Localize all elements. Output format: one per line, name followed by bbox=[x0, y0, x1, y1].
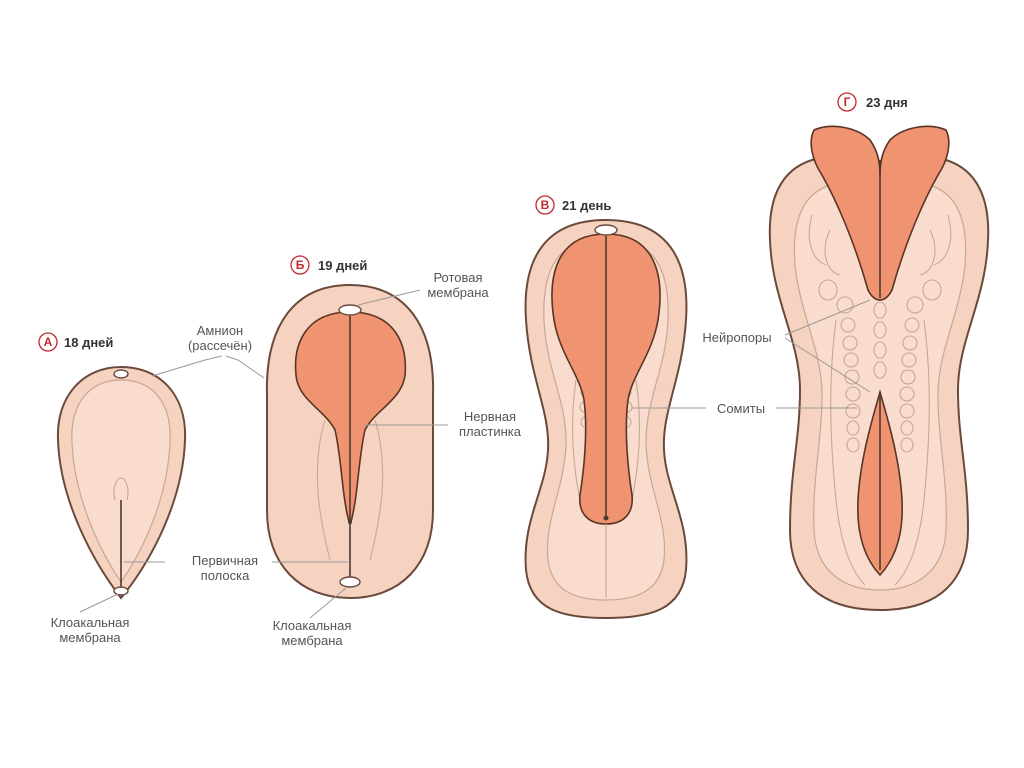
stage-a-letter: А bbox=[44, 335, 53, 349]
embryo-b-cloacal-membrane bbox=[339, 576, 361, 588]
label-cloacal-a-line1: Клоакальная bbox=[51, 615, 130, 630]
stage-d-letter: Г bbox=[844, 95, 851, 109]
stage-title-d: Г 23 дня bbox=[837, 92, 908, 112]
stage-a-badge bbox=[38, 332, 58, 352]
embryo-stage-c bbox=[524, 218, 688, 620]
embryo-stage-a bbox=[56, 365, 187, 600]
stage-c-letter: В bbox=[541, 198, 550, 212]
embryo-b-oral-membrane bbox=[338, 304, 362, 316]
stage-c-age: 21 день bbox=[562, 198, 611, 213]
label-oral-line1: Ротовая bbox=[433, 270, 482, 285]
embryo-stage-b bbox=[265, 283, 435, 600]
embryo-a-oral-membrane bbox=[113, 369, 129, 379]
label-streak-line2: полоска bbox=[201, 568, 250, 583]
label-streak-line1: Первичная bbox=[192, 553, 258, 568]
leader-lines bbox=[79, 289, 871, 619]
stage-a-age: 18 дней bbox=[64, 335, 113, 350]
label-cloacal-a-line2: мембрана bbox=[59, 630, 121, 645]
embryo-c-primitive-node bbox=[603, 515, 609, 521]
label-neural-line2: пластинка bbox=[459, 424, 522, 439]
label-neuropores: Нейропоры bbox=[702, 330, 771, 345]
embryo-d-somites-right bbox=[894, 214, 952, 586]
leader-cloacal-b bbox=[309, 587, 347, 619]
stage-d-badge bbox=[837, 92, 857, 112]
label-cloacal-b-line2: мембрана bbox=[281, 633, 343, 648]
stage-title-a: А 18 дней bbox=[38, 332, 113, 352]
stage-title-c: В 21 день bbox=[535, 195, 611, 215]
embryo-b-inner-fold-left bbox=[316, 419, 331, 561]
annotation-labels: Амнион (рассечён) Ротовая мембрана Нервн… bbox=[51, 270, 772, 648]
label-neural-line1: Нервная bbox=[464, 409, 516, 424]
stage-d-age: 23 дня bbox=[866, 95, 908, 110]
embryo-stage-d bbox=[768, 125, 990, 612]
embryo-b-inner-fold-right bbox=[369, 419, 384, 561]
embryo-c-oral-membrane bbox=[594, 224, 618, 236]
leader-oral bbox=[357, 289, 421, 306]
stage-b-letter: Б bbox=[296, 258, 305, 272]
embryo-a-cloacal-membrane bbox=[113, 586, 129, 596]
stage-c-badge bbox=[535, 195, 555, 215]
leader-cloacal-a bbox=[79, 593, 119, 613]
stage-b-age: 19 дней bbox=[318, 258, 367, 273]
stage-title-b: Б 19 дней bbox=[290, 255, 367, 275]
label-cloacal-b-line1: Клоакальная bbox=[273, 618, 352, 633]
label-oral-line2: мембрана bbox=[427, 285, 489, 300]
stage-b-badge bbox=[290, 255, 310, 275]
leader-neuropore-caudal bbox=[784, 337, 871, 393]
embryo-b-primitive-node bbox=[348, 520, 352, 524]
label-somites: Сомиты bbox=[717, 401, 765, 416]
leader-amnion-a bbox=[151, 355, 223, 377]
leader-neuropore-cranial bbox=[784, 299, 871, 336]
embryo-a-primitive-node bbox=[113, 477, 129, 501]
leader-amnion-b bbox=[225, 355, 265, 379]
label-amnion-line1: Амнион bbox=[197, 323, 243, 338]
embryo-d-neural-tube-center bbox=[873, 301, 887, 379]
label-amnion-line2: (рассечён) bbox=[188, 338, 252, 353]
